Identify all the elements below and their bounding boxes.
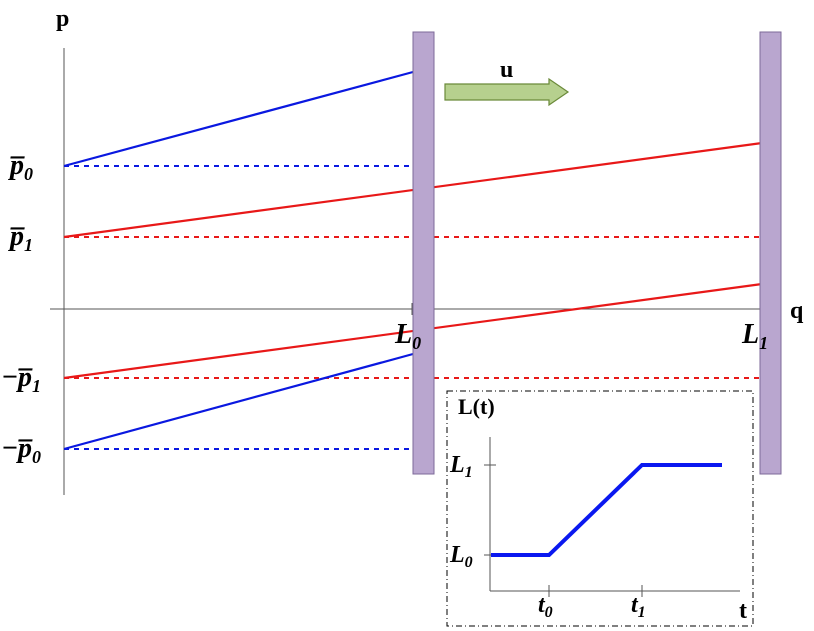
velocity-label: u: [500, 57, 513, 83]
inset-frame: [446, 390, 754, 627]
L0-label: L0: [394, 319, 421, 353]
inset-L-curve: [491, 463, 722, 557]
neg-p0-label: −p̅0: [2, 433, 41, 467]
inset-label-L1: L1: [449, 452, 473, 481]
wall-L0: [412, 31, 435, 475]
q-axis-label: q: [790, 298, 804, 324]
p1-label: p̅1: [8, 221, 33, 255]
blue-upper-trajectory: [63, 70, 414, 168]
inset-label-t1: t1: [631, 592, 646, 621]
velocity-arrow-icon: [444, 77, 570, 107]
inset-x-axis-label: t: [739, 598, 747, 624]
inset-L-of-t: L(t) L1 L0 t0 t1 t: [446, 390, 754, 627]
wall-L1: [759, 31, 782, 475]
inset-title: L(t): [458, 394, 495, 419]
inset-label-t0: t0: [538, 592, 553, 621]
p0-label: p̅0: [8, 150, 33, 184]
p-axis-label: p: [56, 6, 69, 32]
blue-lower-trajectory: [63, 352, 414, 451]
L1-label: L1: [741, 319, 768, 353]
neg-p1-label: −p̅1: [2, 362, 41, 396]
inset-label-L0: L0: [449, 542, 473, 571]
